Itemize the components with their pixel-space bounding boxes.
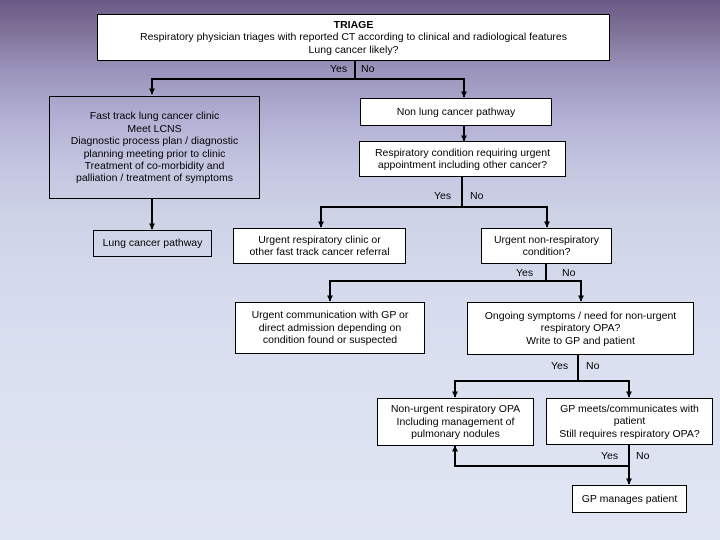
node-urgent-non-respiratory-line-2: condition? [522,246,571,258]
node-fast-track-line-5: Treatment of co-morbidity and [84,159,225,172]
node-gp-manages-patient-label: GP manages patient [581,492,678,505]
edge-label-urgent-non-resp-yes: Yes [516,267,534,279]
edge-label-gp-meets-yes: Yes [601,450,619,462]
node-non-urgent-opa-line-2: Including management of [396,415,515,428]
node-urgent-non-respiratory-condition[interactable]: Urgent non-respiratory condition? [481,228,612,264]
edge-label-ongoing-no: No [586,360,600,372]
edge-label-ongoing-yes: Yes [551,360,569,372]
node-urgent-respiratory-clinic-line-2: other fast track cancer referral [249,246,390,258]
node-respiratory-condition-line-1: Respiratory condition requiring urgent [374,146,551,159]
node-lung-cancer-pathway-label: Lung cancer pathway [102,237,203,250]
node-fast-track-line-2: Meet LCNS [127,122,182,135]
node-non-lung-cancer-pathway[interactable]: Non lung cancer pathway [360,98,552,126]
node-gp-meets-communicates[interactable]: GP meets/communicates with patient Still… [546,398,713,445]
node-urgent-communication-line-1: Urgent communication with GP or [251,309,409,322]
node-gp-meets-line-2: patient [613,415,646,428]
node-respiratory-condition-line-2: appointment including other cancer? [377,159,548,171]
node-fast-track-clinic[interactable]: Fast track lung cancer clinic Meet LCNS … [49,96,260,199]
edge-label-resp-condition-no: No [470,190,484,202]
edge-label-urgent-non-resp-no: No [562,267,576,279]
node-ongoing-symptoms-line-1: Ongoing symptoms / need for non-urgent [484,309,677,322]
edge-label-gp-meets-no: No [636,450,650,462]
node-ongoing-symptoms[interactable]: Ongoing symptoms / need for non-urgent r… [467,302,694,355]
node-gp-manages-patient[interactable]: GP manages patient [572,485,687,513]
edge-label-triage-no: No [361,63,375,75]
node-non-urgent-opa-line-3: pulmonary nodules [411,428,500,441]
node-fast-track-line-6: palliation / treatment of symptoms [76,172,233,185]
node-triage-line-1: TRIAGE [333,18,374,31]
node-gp-meets-line-1: GP meets/communicates with [560,402,699,415]
node-respiratory-condition-urgent[interactable]: Respiratory condition requiring urgent a… [359,141,566,177]
node-urgent-communication-line-2: direct admission depending on [258,321,402,334]
node-urgent-respiratory-clinic[interactable]: Urgent respiratory clinic or other fast … [233,228,406,264]
node-triage-line-3: Lung cancer likely? [308,43,399,56]
node-urgent-respiratory-clinic-line-1: Urgent respiratory clinic or [258,233,381,246]
node-gp-meets-line-3: Still requires respiratory OPA? [559,427,700,440]
node-fast-track-line-3: Diagnostic process plan / diagnostic [70,135,239,148]
node-triage-line-2: Respiratory physician triages with repor… [139,31,568,44]
node-fast-track-line-4: planning meeting prior to clinic [83,147,226,160]
node-urgent-communication-gp[interactable]: Urgent communication with GP or direct a… [235,302,425,354]
edge-label-triage-yes: Yes [330,63,348,75]
node-triage[interactable]: TRIAGE Respiratory physician triages wit… [97,14,610,61]
node-ongoing-symptoms-line-3: Write to GP and patient [526,334,635,347]
edge-label-resp-condition-yes: Yes [434,190,452,202]
node-non-urgent-opa-line-1: Non-urgent respiratory OPA [390,403,521,416]
node-urgent-non-respiratory-line-1: Urgent non-respiratory [493,233,600,246]
node-fast-track-line-1: Fast track lung cancer clinic [89,110,220,123]
node-non-lung-cancer-pathway-label: Non lung cancer pathway [396,105,516,118]
node-non-urgent-respiratory-opa[interactable]: Non-urgent respiratory OPA Including man… [377,398,534,446]
node-urgent-communication-line-3: condition found or suspected [262,334,398,347]
node-ongoing-symptoms-line-2: respiratory OPA? [540,322,621,335]
node-lung-cancer-pathway[interactable]: Lung cancer pathway [93,230,212,257]
